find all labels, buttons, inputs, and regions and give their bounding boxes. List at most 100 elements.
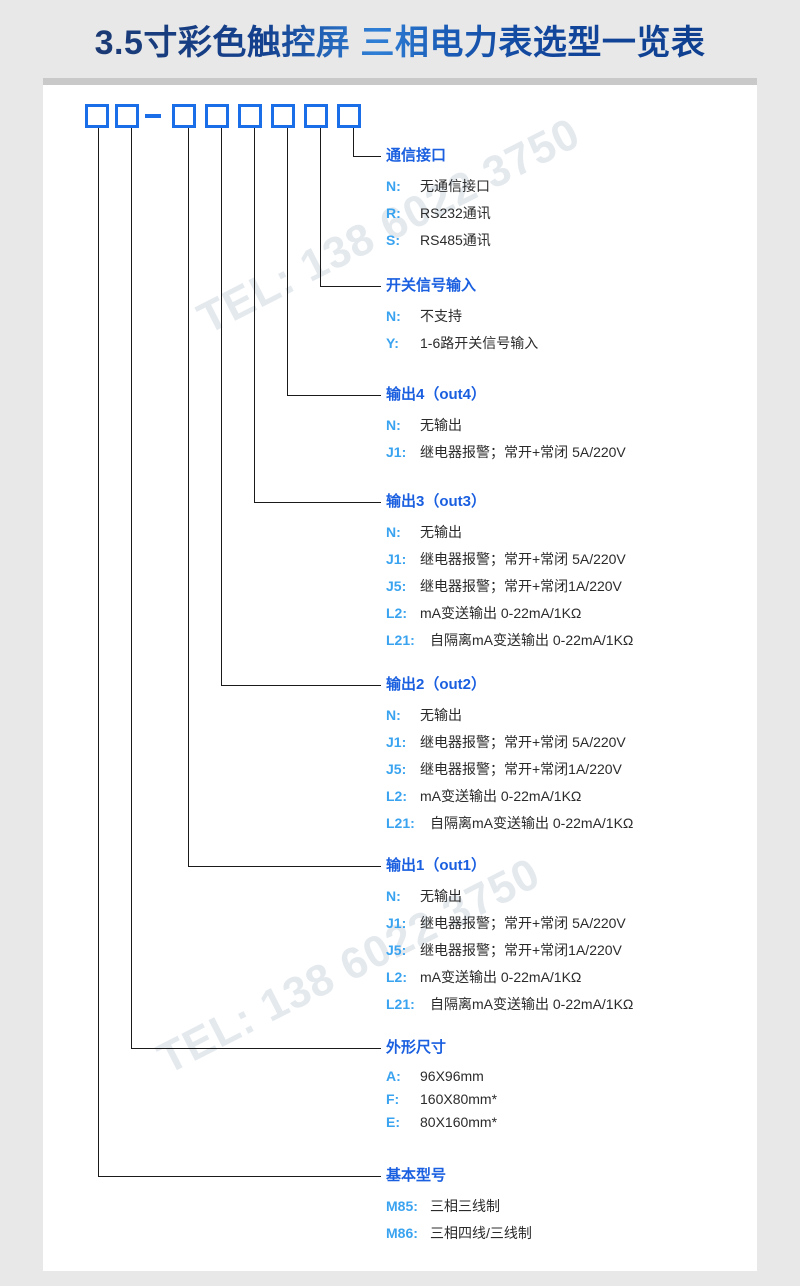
option-code: L21:: [386, 815, 415, 831]
option-description: 继电器报警；常开+常闭 5A/220V: [420, 551, 626, 567]
option-row: J5: 继电器报警；常开+常闭1A/220V: [386, 576, 633, 596]
leader-line-horizontal: [287, 395, 381, 396]
section-heading: 输出4（out4）: [386, 386, 487, 403]
option-row: N: 无输出: [386, 415, 626, 435]
option-code: N:: [386, 524, 401, 540]
option-row: L21: 自隔离mA变送输出 0-22mA/1KΩ: [386, 813, 633, 833]
option-list: N: 不支持 Y: 1-6路开关信号输入: [386, 306, 538, 353]
option-row: N: 无输出: [386, 705, 633, 725]
model-box-1[interactable]: [85, 104, 109, 128]
option-code: J1:: [386, 551, 407, 567]
option-code: Y:: [386, 335, 399, 351]
option-row: J1: 继电器报警；常开+常闭 5A/220V: [386, 732, 633, 752]
model-box-8[interactable]: [337, 104, 361, 128]
model-box-6[interactable]: [271, 104, 295, 128]
section-output-2: 输出2（out2） N: 无输出 J1: 继电器报警；常开+常闭 5A/220V…: [386, 676, 633, 840]
option-row: M86: 三相四线/三线制: [386, 1223, 532, 1243]
model-box-3[interactable]: [172, 104, 196, 128]
option-list: N: 无输出 J1: 继电器报警；常开+常闭 5A/220V J5: 继电器报警…: [386, 705, 633, 833]
option-description: 继电器报警；常开+常闭1A/220V: [420, 942, 622, 958]
option-code: J5:: [386, 578, 407, 594]
option-description: 1-6路开关信号输入: [420, 335, 539, 351]
section-base-model: 基本型号 M85: 三相三线制 M86: 三相四线/三线制: [386, 1167, 532, 1250]
option-code: N:: [386, 707, 401, 723]
section-heading: 外形尺寸: [386, 1039, 447, 1056]
leader-line-vertical: [353, 128, 354, 156]
option-code: L2:: [386, 969, 407, 985]
option-row: L21: 自隔离mA变送输出 0-22mA/1KΩ: [386, 994, 633, 1014]
option-list: M85: 三相三线制 M86: 三相四线/三线制: [386, 1196, 532, 1243]
section-output-4: 输出4（out4） N: 无输出 J1: 继电器报警；常开+常闭 5A/220V: [386, 386, 626, 469]
option-list: N: 无输出 J1: 继电器报警；常开+常闭 5A/220V J5: 继电器报警…: [386, 522, 633, 650]
option-code: J1:: [386, 444, 407, 460]
option-description: 无通信接口: [420, 178, 490, 194]
leader-line-horizontal: [221, 685, 381, 686]
option-row: J5: 继电器报警；常开+常闭1A/220V: [386, 940, 633, 960]
leader-line-vertical: [254, 128, 255, 502]
option-row: Y: 1-6路开关信号输入: [386, 333, 538, 353]
section-heading: 输出1（out1）: [386, 857, 487, 874]
option-row: R: RS232通讯: [386, 203, 491, 223]
option-description: 自隔离mA变送输出 0-22mA/1KΩ: [430, 632, 634, 648]
option-code: J1:: [386, 915, 407, 931]
option-list: N: 无输出 J1: 继电器报警；常开+常闭 5A/220V J5: 继电器报警…: [386, 886, 633, 1014]
option-description: 三相四线/三线制: [430, 1225, 532, 1241]
option-description: 继电器报警；常开+常闭1A/220V: [420, 578, 622, 594]
leader-line-horizontal: [188, 866, 381, 867]
option-description: RS485通讯: [420, 232, 491, 248]
option-row: S: RS485通讯: [386, 230, 491, 250]
option-code: N:: [386, 888, 401, 904]
section-heading: 输出2（out2）: [386, 676, 487, 693]
leader-line-vertical: [188, 128, 189, 866]
option-description: 无输出: [420, 417, 462, 433]
model-box-5[interactable]: [238, 104, 262, 128]
option-row: M85: 三相三线制: [386, 1196, 532, 1216]
option-description: 无输出: [420, 888, 462, 904]
option-description: 三相三线制: [430, 1198, 500, 1214]
option-code: J1:: [386, 734, 407, 750]
leader-line-vertical: [98, 128, 99, 1176]
option-description: 继电器报警；常开+常闭1A/220V: [420, 761, 622, 777]
card-top-accent-bar: [43, 78, 757, 85]
option-code: N:: [386, 178, 401, 194]
page-title: 3.5寸彩色触控屏 三相电力表选型一览表: [95, 15, 706, 64]
leader-line-vertical: [287, 128, 288, 395]
option-code: L21:: [386, 996, 415, 1012]
option-description: 无输出: [420, 524, 462, 540]
option-row: L2: mA变送输出 0-22mA/1KΩ: [386, 967, 633, 987]
section-heading: 输出3（out3）: [386, 493, 487, 510]
option-list: N: 无通信接口 R: RS232通讯 S: RS485通讯: [386, 176, 491, 250]
option-code: A:: [386, 1068, 401, 1084]
option-code: L2:: [386, 788, 407, 804]
option-code: E:: [386, 1114, 400, 1130]
leader-line-vertical: [131, 128, 132, 1048]
option-code: N:: [386, 308, 401, 324]
option-row: J1: 继电器报警；常开+常闭 5A/220V: [386, 913, 633, 933]
option-code: J5:: [386, 761, 407, 777]
model-separator-dash: [145, 114, 161, 118]
leader-line-horizontal: [98, 1176, 381, 1177]
page-title-bar: 3.5寸彩色触控屏 三相电力表选型一览表: [0, 0, 800, 78]
option-code: M85:: [386, 1198, 418, 1214]
option-row: F: 160X80mm*: [386, 1091, 497, 1107]
option-code: N:: [386, 417, 401, 433]
option-list: A: 96X96mm F: 160X80mm* E: 80X160mm*: [386, 1068, 497, 1130]
section-switch-signal-input: 开关信号输入 N: 不支持 Y: 1-6路开关信号输入: [386, 277, 538, 360]
model-box-4[interactable]: [205, 104, 229, 128]
option-code: S:: [386, 232, 400, 248]
option-description: 继电器报警；常开+常闭 5A/220V: [420, 734, 626, 750]
option-code: M86:: [386, 1225, 418, 1241]
model-box-7[interactable]: [304, 104, 328, 128]
option-row: N: 无输出: [386, 522, 633, 542]
option-row: E: 80X160mm*: [386, 1114, 497, 1130]
model-box-2[interactable]: [115, 104, 139, 128]
option-code: R:: [386, 205, 401, 221]
option-description: mA变送输出 0-22mA/1KΩ: [420, 605, 582, 621]
option-row: J1: 继电器报警；常开+常闭 5A/220V: [386, 442, 626, 462]
section-communication-interface: 通信接口 N: 无通信接口 R: RS232通讯 S: RS485通讯: [386, 147, 491, 257]
option-description: 无输出: [420, 707, 462, 723]
option-row: N: 无输出: [386, 886, 633, 906]
option-description: 80X160mm*: [420, 1114, 498, 1130]
option-code: F:: [386, 1091, 400, 1107]
section-dimensions: 外形尺寸 A: 96X96mm F: 160X80mm* E: 80X160mm…: [386, 1039, 497, 1137]
